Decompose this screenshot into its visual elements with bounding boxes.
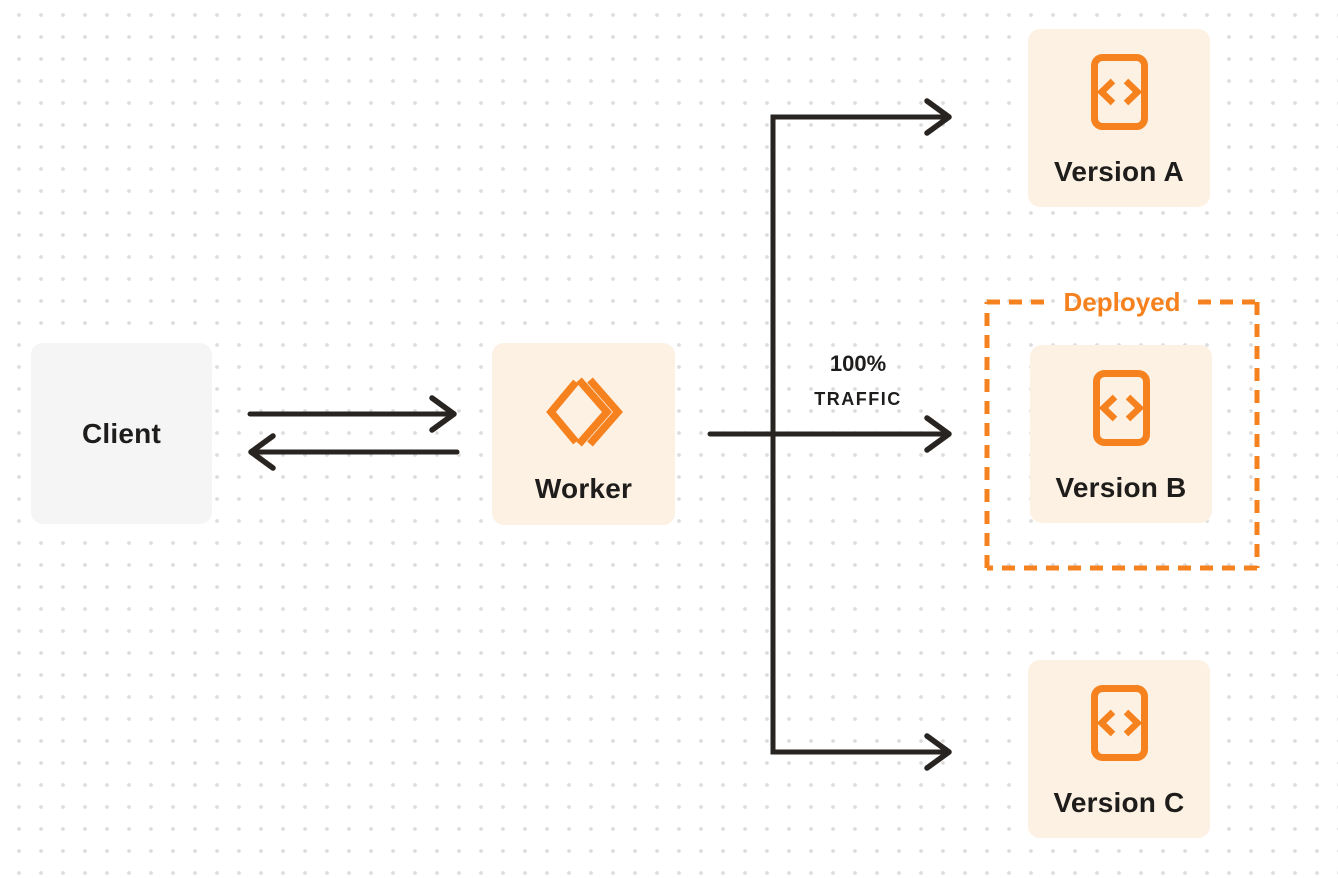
deployed-dashed-border xyxy=(984,299,1260,571)
client-node: Client xyxy=(31,343,212,524)
code-file-icon xyxy=(1090,54,1148,130)
branch-bottom-arrowhead-icon xyxy=(924,733,952,771)
worker-label: Worker xyxy=(534,473,633,504)
version-a-label: Version A xyxy=(1054,156,1184,187)
deployed-label: Deployed xyxy=(1063,287,1181,317)
version-c-node: Version C xyxy=(1028,660,1210,838)
code-file-icon xyxy=(1092,370,1150,446)
client-label: Client xyxy=(82,417,161,449)
cloudflare-workers-logo-icon xyxy=(545,377,623,447)
traffic-label: 100% TRAFFIC xyxy=(778,351,938,410)
worker-node: Worker xyxy=(492,343,675,525)
version-b-node: Version B xyxy=(1030,345,1212,523)
code-file-icon xyxy=(1090,685,1148,761)
traffic-percent-text: 100% xyxy=(829,351,887,376)
version-b-label: Version B xyxy=(1055,472,1187,503)
version-a-node: Version A xyxy=(1028,29,1210,207)
version-c-label: Version C xyxy=(1053,787,1185,818)
worker-to-client-arrowhead-icon xyxy=(248,433,276,471)
branch-top-arrowhead-icon xyxy=(924,98,952,136)
branch-line xyxy=(770,114,948,755)
traffic-word-text: TRAFFIC xyxy=(814,389,902,409)
traffic-arrowhead-icon xyxy=(924,415,952,453)
client-to-worker-arrowhead-icon xyxy=(429,395,457,433)
